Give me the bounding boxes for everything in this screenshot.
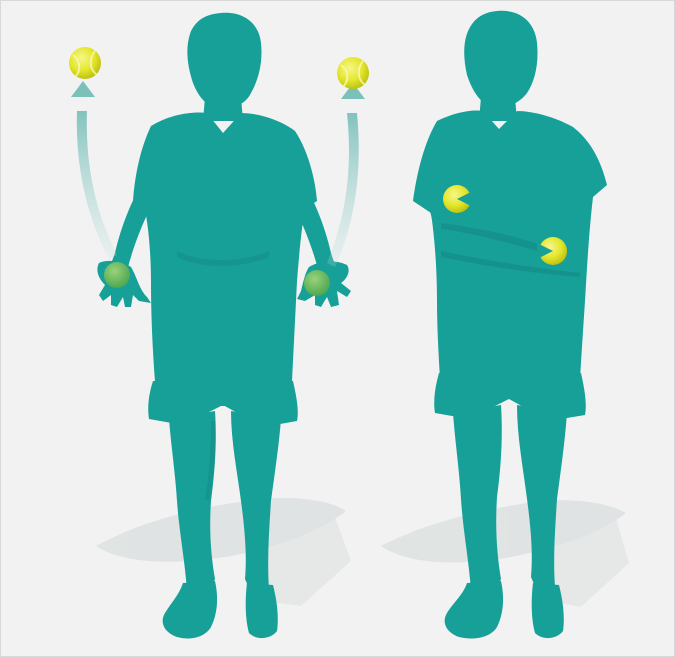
toss-trail-right [327,83,365,267]
tennis-ball-in-hand-icon [304,270,330,296]
up-arrow-icon [71,81,95,97]
toss-trail-left [71,81,117,259]
floor-shadow-right [381,500,629,607]
tennis-ball-in-hand-icon [104,262,130,288]
floor-shadow-left [96,498,351,606]
